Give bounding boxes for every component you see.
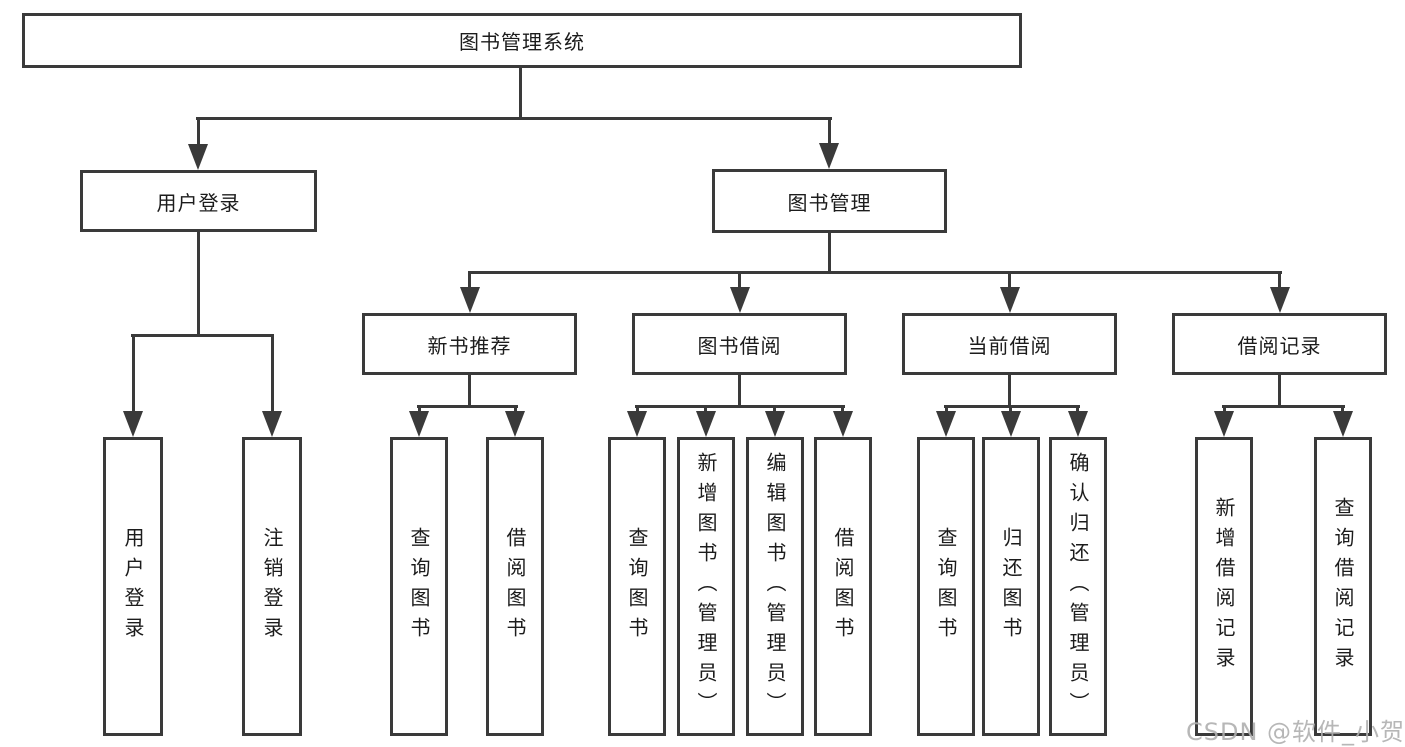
connector-line — [1076, 405, 1079, 415]
connector-line — [828, 231, 831, 274]
leaf-query-borrow-record-label: 查询借阅记录 — [1331, 496, 1355, 677]
arrow-down-icon — [696, 411, 716, 437]
node-borrow-records: 借阅记录 — [1172, 313, 1387, 375]
leaf-user-login-label: 用户登录 — [121, 526, 145, 647]
node-user-login-label: 用户登录 — [156, 190, 241, 215]
leaf-query-books-borrow-label: 查询图书 — [625, 526, 649, 647]
leaf-confirm-return-admin: 确认归还（管理员） — [1049, 437, 1107, 736]
connector-line — [1341, 405, 1344, 415]
leaf-query-borrow-record: 查询借阅记录 — [1314, 437, 1372, 736]
connector-line — [944, 405, 1080, 408]
arrow-down-icon — [262, 411, 282, 437]
connector-line — [828, 117, 831, 146]
arrow-down-icon — [1333, 411, 1353, 437]
connector-line — [418, 405, 421, 415]
leaf-edit-book-admin-label: 编辑图书（管理员） — [763, 451, 787, 722]
connector-line — [417, 405, 518, 408]
leaf-add-book-admin-label: 新增图书（管理员） — [694, 451, 718, 722]
node-book-management-label: 图书管理 — [787, 190, 872, 215]
arrow-down-icon — [123, 411, 143, 437]
connector-line — [131, 334, 274, 337]
connector-line — [1278, 271, 1281, 291]
node-current-borrow: 当前借阅 — [902, 313, 1117, 375]
arrow-down-icon — [1068, 411, 1088, 437]
leaf-query-books-recommend: 查询图书 — [390, 437, 448, 736]
connector-line — [271, 334, 274, 414]
leaf-borrow-books-recommend: 借阅图书 — [486, 437, 544, 736]
arrow-down-icon — [819, 143, 839, 169]
connector-line — [197, 117, 200, 147]
leaf-borrow-books-borrow-label: 借阅图书 — [831, 526, 855, 647]
connector-line — [704, 405, 707, 415]
leaf-query-books-current: 查询图书 — [917, 437, 975, 736]
connector-line — [738, 373, 741, 407]
leaf-confirm-return-admin-label: 确认归还（管理员） — [1066, 451, 1090, 722]
connector-line — [1223, 405, 1226, 415]
node-book-borrow: 图书借阅 — [632, 313, 847, 375]
arrow-down-icon — [188, 144, 208, 170]
connector-line — [636, 405, 639, 415]
connector-line — [635, 405, 845, 408]
arrow-down-icon — [833, 411, 853, 437]
leaf-return-book-label: 归还图书 — [999, 526, 1023, 647]
arrow-down-icon — [409, 411, 429, 437]
arrow-down-icon — [460, 287, 480, 313]
connector-line — [1278, 373, 1281, 407]
node-root: 图书管理系统 — [22, 13, 1022, 68]
leaf-logout: 注销登录 — [242, 437, 302, 736]
node-root-label: 图书管理系统 — [459, 30, 585, 54]
leaf-query-books-recommend-label: 查询图书 — [407, 526, 431, 647]
leaf-edit-book-admin: 编辑图书（管理员） — [746, 437, 804, 736]
leaf-borrow-books-recommend-label: 借阅图书 — [503, 526, 527, 647]
connector-line — [738, 271, 741, 291]
arrow-down-icon — [1270, 287, 1290, 313]
leaf-user-login: 用户登录 — [103, 437, 163, 736]
arrow-down-icon — [765, 411, 785, 437]
arrow-down-icon — [627, 411, 647, 437]
leaf-return-book: 归还图书 — [982, 437, 1040, 736]
leaf-add-book-admin: 新增图书（管理员） — [677, 437, 735, 736]
node-book-management: 图书管理 — [712, 169, 947, 233]
connector-line — [197, 230, 200, 337]
connector-line — [841, 405, 844, 415]
node-book-borrow-label: 图书借阅 — [697, 333, 782, 358]
connector-line — [514, 405, 517, 415]
arrow-down-icon — [505, 411, 525, 437]
node-borrow-records-label: 借阅记录 — [1237, 333, 1322, 358]
node-new-book-recommend-label: 新书推荐 — [427, 333, 512, 358]
connector-line — [1222, 405, 1345, 408]
connector-line — [945, 405, 948, 415]
connector-line — [519, 65, 522, 120]
arrow-down-icon — [936, 411, 956, 437]
arrow-down-icon — [730, 287, 750, 313]
connector-line — [1009, 405, 1012, 415]
arrow-down-icon — [1214, 411, 1234, 437]
leaf-query-books-borrow: 查询图书 — [608, 437, 666, 736]
csdn-watermark: CSDN @软件_小贺同学 — [1186, 718, 1405, 746]
leaf-add-borrow-record: 新增借阅记录 — [1195, 437, 1253, 736]
leaf-query-books-current-label: 查询图书 — [934, 526, 958, 647]
node-new-book-recommend: 新书推荐 — [362, 313, 577, 375]
connector-line — [1008, 271, 1011, 291]
connector-line — [1008, 373, 1011, 407]
arrow-down-icon — [1000, 287, 1020, 313]
leaf-logout-label: 注销登录 — [260, 526, 284, 647]
leaf-borrow-books-borrow: 借阅图书 — [814, 437, 872, 736]
connector-line — [468, 271, 471, 291]
leaf-add-borrow-record-label: 新增借阅记录 — [1212, 496, 1236, 677]
connector-line — [132, 334, 135, 414]
connector-line — [773, 405, 776, 415]
connector-line — [468, 373, 471, 407]
node-user-login: 用户登录 — [80, 170, 317, 232]
arrow-down-icon — [1001, 411, 1021, 437]
node-current-borrow-label: 当前借阅 — [967, 333, 1052, 358]
connector-line — [196, 117, 832, 120]
connector-line — [468, 271, 1282, 274]
